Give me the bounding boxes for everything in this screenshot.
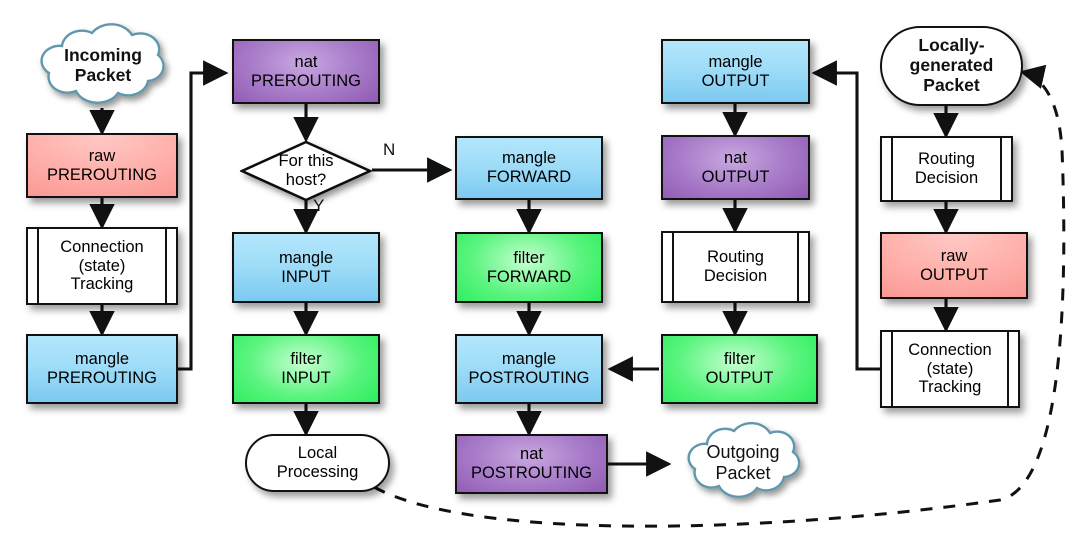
node-routing-decision-output: Routing Decision	[661, 231, 810, 303]
node-decision-for-this-host: For this host?	[240, 140, 372, 202]
node-label: raw PREROUTING	[46, 146, 157, 184]
node-mangle-output: mangle OUTPUT	[661, 39, 810, 104]
node-label: filter OUTPUT	[705, 350, 774, 387]
node-raw-output: raw OUTPUT	[880, 232, 1028, 299]
node-label: nat OUTPUT	[701, 148, 770, 186]
node-label: mangle INPUT	[278, 248, 334, 286]
node-nat-output: nat OUTPUT	[661, 135, 810, 200]
node-label: mangle POSTROUTING	[468, 350, 590, 387]
edge-mangle-prerouting-to-nat-prerouting	[178, 60, 229, 371]
node-label: Locally- generated Packet	[909, 35, 994, 95]
node-routing-decision-locally-generated: Routing Decision	[880, 136, 1013, 202]
node-label: nat POSTROUTING	[470, 445, 592, 482]
node-label: filter FORWARD	[486, 248, 572, 286]
node-label: Routing Decision	[914, 150, 979, 187]
node-label: Incoming Packet	[64, 45, 142, 85]
node-nat-prerouting: nat PREROUTING	[232, 39, 380, 104]
node-label: nat PREROUTING	[250, 52, 361, 90]
node-locally-generated-packet: Locally- generated Packet	[880, 26, 1023, 106]
node-label: raw OUTPUT	[920, 246, 988, 284]
node-label: Routing Decision	[703, 248, 768, 285]
node-filter-forward: filter FORWARD	[455, 232, 603, 303]
node-local-processing: Local Processing	[245, 434, 390, 492]
node-label: mangle OUTPUT	[701, 52, 770, 90]
edge-label-yes: Y	[313, 196, 325, 215]
node-label: mangle PREROUTING	[46, 350, 157, 387]
node-nat-postrouting: nat POSTROUTING	[455, 434, 608, 494]
node-mangle-input: mangle INPUT	[232, 232, 380, 303]
node-raw-prerouting: raw PREROUTING	[26, 133, 178, 198]
node-filter-input: filter INPUT	[232, 334, 380, 404]
node-connection-tracking-inbound: Connection (state) Tracking	[26, 227, 178, 305]
node-label: For this host?	[278, 152, 334, 189]
edge-local-processing-to-locally-generated-dashed	[373, 64, 1066, 528]
node-incoming-packet: Incoming Packet	[22, 22, 184, 110]
node-label: Connection (state) Tracking	[60, 237, 144, 294]
node-label: Connection (state) Tracking	[908, 340, 992, 397]
node-connection-tracking-outbound: Connection (state) Tracking	[880, 330, 1020, 408]
edge-conntrack-out-to-mangle-output	[811, 60, 880, 371]
edge-label-no: N	[383, 140, 396, 159]
node-outgoing-packet: Outgoing Packet	[672, 420, 814, 506]
node-filter-output: filter OUTPUT	[661, 334, 818, 404]
node-label: mangle FORWARD	[486, 149, 572, 186]
node-label: Outgoing Packet	[706, 442, 780, 483]
node-label: Local Processing	[276, 444, 359, 481]
node-mangle-prerouting: mangle PREROUTING	[26, 334, 178, 404]
node-label: filter INPUT	[281, 350, 331, 387]
node-mangle-postrouting: mangle POSTROUTING	[455, 334, 603, 404]
node-mangle-forward: mangle FORWARD	[455, 136, 603, 200]
